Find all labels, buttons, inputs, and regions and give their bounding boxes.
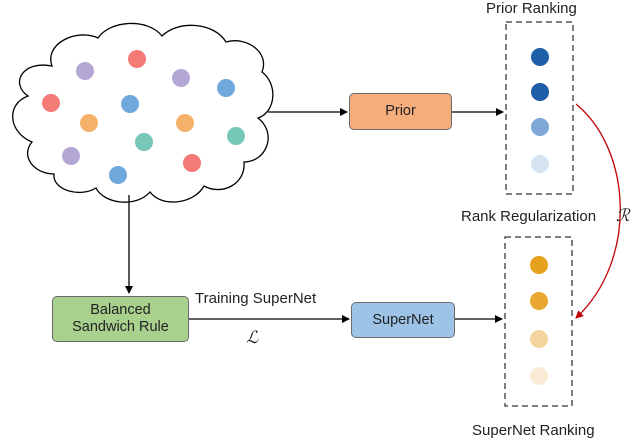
architecture-dot — [76, 62, 94, 80]
architecture-dot — [128, 50, 146, 68]
architecture-dot — [172, 69, 190, 87]
architecture-dot — [183, 154, 201, 172]
prior-ranking-box — [505, 21, 574, 195]
rank-regularization-label: Rank Regularization — [461, 208, 597, 225]
rank-regularization-arrow — [575, 103, 621, 319]
supernet-rank-dot-2 — [530, 292, 548, 310]
supernet-ranking-box — [504, 236, 573, 407]
prior-ranking-title: Prior Ranking — [486, 0, 577, 17]
prior-rank-dot-3 — [531, 118, 549, 136]
regularization-symbol: ℛ — [616, 206, 630, 226]
architecture-dot — [121, 95, 139, 113]
architecture-dot — [80, 114, 98, 132]
balanced-label-line1: Balanced — [90, 302, 151, 318]
supernet-rank-dot-3 — [530, 330, 548, 348]
architecture-dot — [176, 114, 194, 132]
architecture-dot — [227, 127, 245, 145]
supernet-ranking-title: SuperNet Ranking — [472, 422, 595, 439]
supernet-rank-dot-4 — [530, 367, 548, 385]
balanced-label-line2: Sandwich Rule — [72, 319, 169, 335]
prior-rank-dot-4 — [531, 155, 549, 173]
prior-rank-dot-1 — [531, 48, 549, 66]
prior-box: Prior — [349, 93, 452, 130]
supernet-box: SuperNet — [351, 302, 455, 338]
architecture-dot — [135, 133, 153, 151]
architecture-dot — [42, 94, 60, 112]
search-space-cloud — [12, 22, 274, 203]
prior-rank-dot-2 — [531, 83, 549, 101]
loss-symbol: ℒ — [246, 328, 259, 348]
architecture-dot — [62, 147, 80, 165]
supernet-rank-dot-1 — [530, 256, 548, 274]
supernet-label: SuperNet — [372, 311, 434, 328]
balanced-sandwich-rule-box: Balanced Sandwich Rule — [52, 296, 189, 342]
architecture-dot — [217, 79, 235, 97]
prior-label: Prior — [385, 103, 416, 119]
training-supernet-label: Training SuperNet — [195, 290, 317, 307]
architecture-dot — [109, 166, 127, 184]
